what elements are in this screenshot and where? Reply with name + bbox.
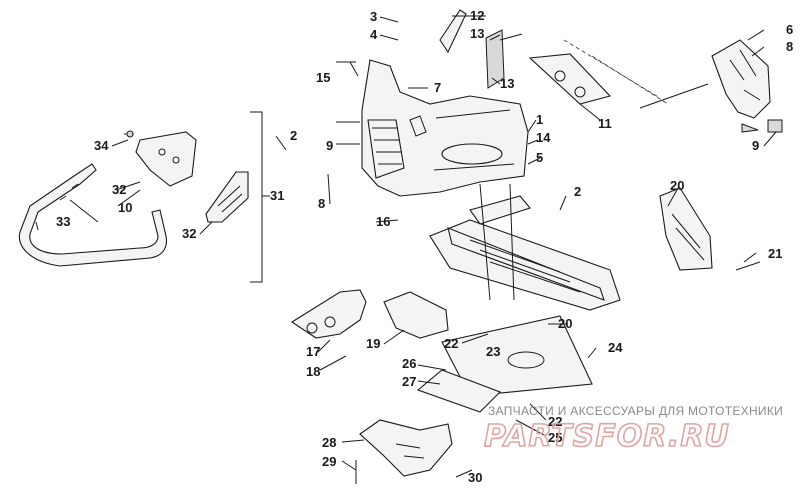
callout-24: 24 [608,340,623,355]
callout-31: 31 [270,188,284,203]
watermark-logo: PARTSFOR.RU [484,419,730,454]
callout-5: 5 [536,150,543,165]
arrow-marker-right [741,123,759,133]
callout-32a: 32 [112,182,126,197]
callout-18: 19 [366,336,380,351]
front-bulkhead [361,59,529,197]
bumper-bracket-left [135,131,197,187]
callout-7a: 7 [434,80,441,95]
bolt-34-head [126,130,134,138]
front-bumper [18,163,168,267]
callout-6: 6 [786,22,793,37]
bracket-18 [383,291,449,339]
callout-19: 20 [558,316,572,331]
callout-26: 26 [402,356,416,371]
callout-10: 11 [598,116,612,131]
bracket-16 [290,289,367,339]
callout-13b: 14 [536,130,551,145]
callout-8a: 8 [318,196,325,211]
callout-15: 16 [376,214,390,229]
steering-shaft [639,83,709,109]
bushing-8-right [767,119,783,133]
skid-plate-27 [416,369,501,413]
callout-9b: 10 [118,200,132,215]
callout-28: 28 [322,435,336,450]
callout-34: 34 [94,138,109,153]
callout-16: 17 [306,344,320,359]
leader-9a [336,121,360,145]
callout-29: 29 [322,454,336,469]
callout-3: 3 [370,9,377,24]
watermark-caption: ЗАПЧАСТИ И АКСЕССУАРЫ ДЛЯ МОТОТЕХНИКИ [488,404,783,418]
callout-27: 27 [402,374,416,389]
callout-32b: 32 [182,226,196,241]
watermark: ЗАПЧАСТИ И АКСЕССУАРЫ ДЛЯ МОТОТЕХНИКИ PA… [483,404,783,455]
callout-12: 13 [470,26,484,41]
callout-21: 21 [768,246,782,261]
leader-lines [69,15,777,478]
plate-10 [528,53,612,105]
callout-23: 23 [486,344,500,359]
main-frame [429,195,621,311]
steering-bracket [711,39,771,119]
callout-8b: 9 [752,138,759,153]
callout-4: 4 [370,27,378,42]
callout-33: 33 [56,214,70,229]
frame-rods [479,183,515,301]
callout-13a: 13 [500,76,514,91]
callout-2a: 2 [290,128,297,143]
bracket-11 [439,9,467,54]
bumper-bracket-right [205,171,249,223]
callout-20: 20 [670,178,684,193]
bolt-21 [735,261,761,271]
callout-9a: 9 [326,138,333,153]
lower-bracket-28 [359,419,453,477]
callout-7b: 8 [786,39,793,54]
side-bracket-20 [659,187,713,271]
bracket-31-group [250,111,270,283]
callout-22a: 22 [444,336,458,351]
callout-labels: 3 4 12 13 13 15 7 11 1 14 5 6 8 9 34 2 9… [56,8,793,485]
callout-2b: 2 [574,184,581,199]
callout-25: 25 [548,430,562,445]
callout-11: 12 [470,8,484,23]
callout-14: 15 [316,70,330,85]
callout-17: 18 [306,364,320,379]
bracket-12 [485,29,523,89]
dash-line-10b [591,55,669,105]
callout-30: 30 [468,470,482,485]
callout-22b: 22 [548,414,562,429]
callout-1: 1 [536,112,543,127]
